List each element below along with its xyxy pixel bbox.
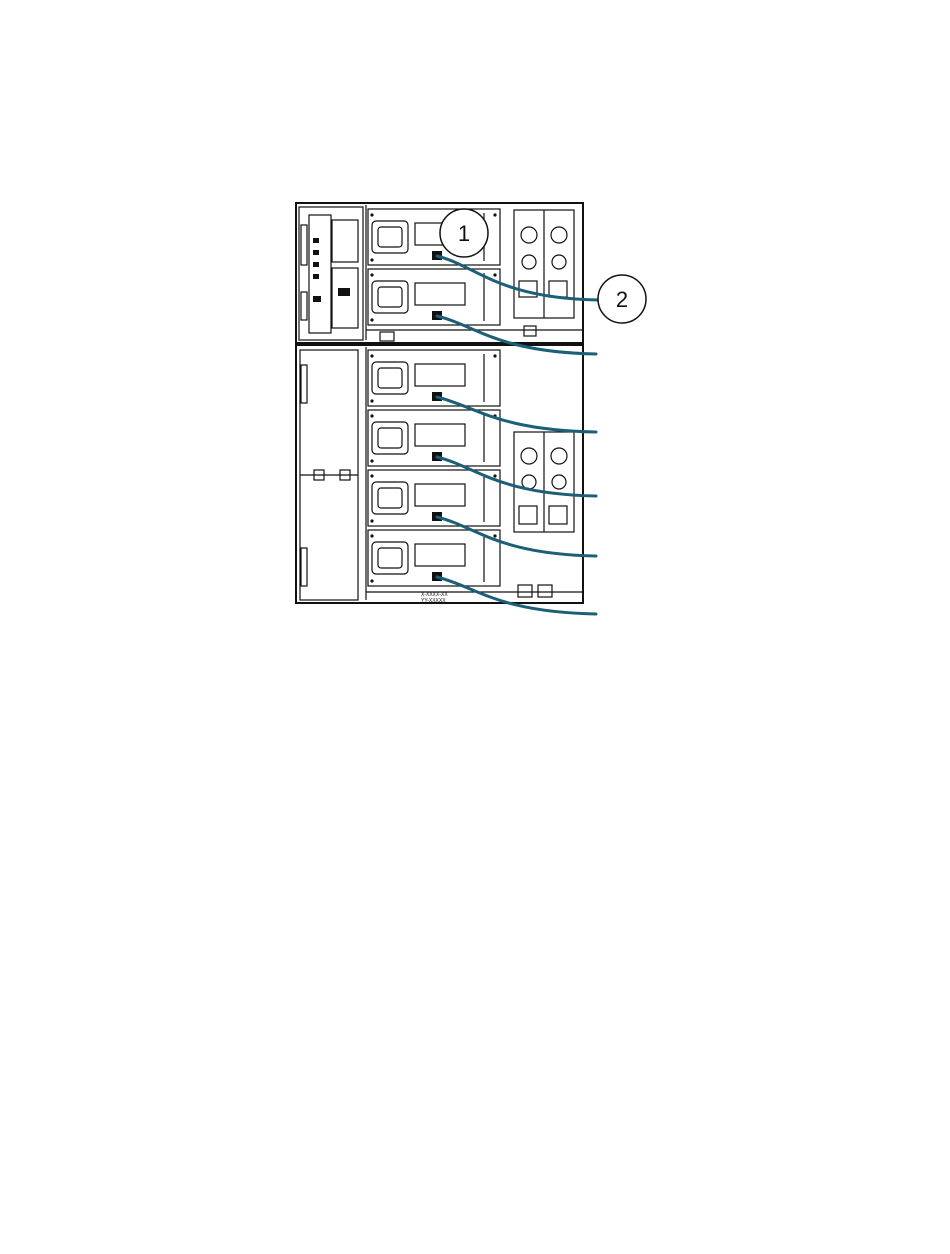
screw (493, 273, 496, 276)
drive-label-plate (415, 424, 465, 446)
fan-inner (378, 368, 402, 388)
screw (370, 519, 373, 522)
callout-2: 2 (598, 275, 646, 323)
screw (370, 258, 373, 261)
screw (370, 399, 373, 402)
drive-label-plate (415, 283, 465, 305)
tape-drive-5 (368, 470, 500, 526)
cable-6 (437, 577, 596, 614)
screw (370, 273, 373, 276)
drive-label-line-2: YY-XXXXX (421, 598, 446, 604)
screw (493, 474, 496, 477)
drive-label-plate (415, 364, 465, 386)
screw (370, 534, 373, 537)
tape-drives (368, 209, 500, 586)
tape-drive-2 (368, 269, 500, 325)
screw (370, 474, 373, 477)
tape-drive-3 (368, 350, 500, 406)
cable-4 (437, 457, 596, 496)
screw (370, 414, 373, 417)
fan-inner (378, 227, 402, 247)
control-module (296, 203, 583, 343)
expansion-module: X-XXXX-XX YY-XXXXX (296, 345, 583, 604)
cable-2 (437, 316, 596, 354)
screw (370, 459, 373, 462)
drive-label-plate (415, 544, 465, 566)
callout-1-label: 1 (458, 221, 470, 246)
screw (370, 579, 373, 582)
callout-2-label: 2 (616, 287, 628, 312)
fan-inner (378, 548, 402, 568)
screw (370, 213, 373, 216)
tape-drive-6 (368, 530, 500, 586)
screw (370, 318, 373, 321)
screw (493, 354, 496, 357)
tape-drive-4 (368, 410, 500, 466)
fan-inner (378, 428, 402, 448)
screw (370, 354, 373, 357)
cable-3 (437, 397, 596, 432)
screw (493, 534, 496, 537)
fan-inner (378, 287, 402, 307)
screw (493, 213, 496, 216)
callout-1: 1 (440, 209, 488, 257)
drive-label-plate (415, 484, 465, 506)
fan-inner (378, 488, 402, 508)
cable-5 (437, 517, 596, 556)
